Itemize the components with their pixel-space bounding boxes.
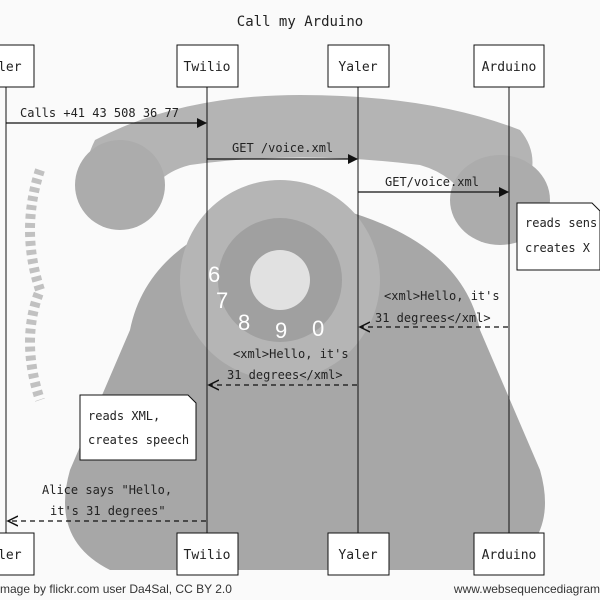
message-calls: Calls +41 43 508 36 77 [6,106,207,128]
message-label: Calls +41 43 508 36 77 [20,106,179,120]
participant-box-arduino [473,532,545,576]
participant-box-arduino [473,44,545,88]
dial-digit: 8 [238,310,250,335]
message-label: 31 degrees</xml> [375,311,491,325]
participant-label-caller: aller [0,548,22,563]
message-label: <xml>Hello, it's [384,289,500,303]
participant-label-yaler: Yaler [338,60,377,75]
participant-box-yaler [327,44,390,88]
participant-box-twilio [176,532,239,576]
message-xml-arduino: <xml>Hello, it's 31 degrees</xml> [360,289,508,327]
message-alice-says: Alice says "Hello, it's 31 degrees" [8,483,206,521]
dial-digit: 6 [208,262,220,287]
dial-digit: 9 [275,318,287,343]
participant-box-twilio [176,44,239,88]
participants-bottom: aller Twilio Yaler Arduino [0,532,545,576]
note-text: creates speech [88,433,189,447]
website-credit[interactable]: www.websequencediagram [453,582,600,596]
message-label: 31 degrees</xml> [227,368,343,382]
message-label: GET/voice.xml [385,175,479,189]
message-label: <xml>Hello, it's [233,347,349,361]
participant-box-caller [0,532,35,576]
message-label: GET /voice.xml [232,141,333,155]
participant-box-yaler [327,532,390,576]
message-get-voice-twilio: GET /voice.xml [207,141,358,164]
message-get-voice-yaler: GET/voice.xml [358,175,509,197]
participant-label-yaler: Yaler [338,548,377,563]
note-text: creates X [525,241,591,255]
message-xml-yaler: <xml>Hello, it's 31 degrees</xml> [209,347,357,385]
note-text: reads sens [525,216,597,230]
participant-label-caller: aller [0,60,22,75]
participant-label-arduino: Arduino [482,60,537,75]
dial-digits: 6 7 8 9 0 [208,262,324,343]
message-label: Alice says "Hello, [42,483,172,497]
diagram-title: Call my Arduino [237,14,363,30]
note-twilio: reads XML, creates speech [79,394,197,461]
note-arduino: reads sens creates X [516,202,600,271]
lifelines [5,87,510,533]
message-label: it's 31 degrees" [50,504,166,518]
participant-label-twilio: Twilio [184,548,231,563]
note-text: reads XML, [88,409,160,423]
dial-digit: 0 [312,316,324,341]
image-credit: mage by flickr.com user Da4Sal, CC BY 2.… [0,582,232,596]
participant-box-caller [0,44,35,88]
participant-label-arduino: Arduino [482,548,537,563]
participant-label-twilio: Twilio [184,60,231,75]
participants-top: aller Twilio Yaler Arduino [0,44,545,88]
dial-digit: 7 [216,288,228,313]
